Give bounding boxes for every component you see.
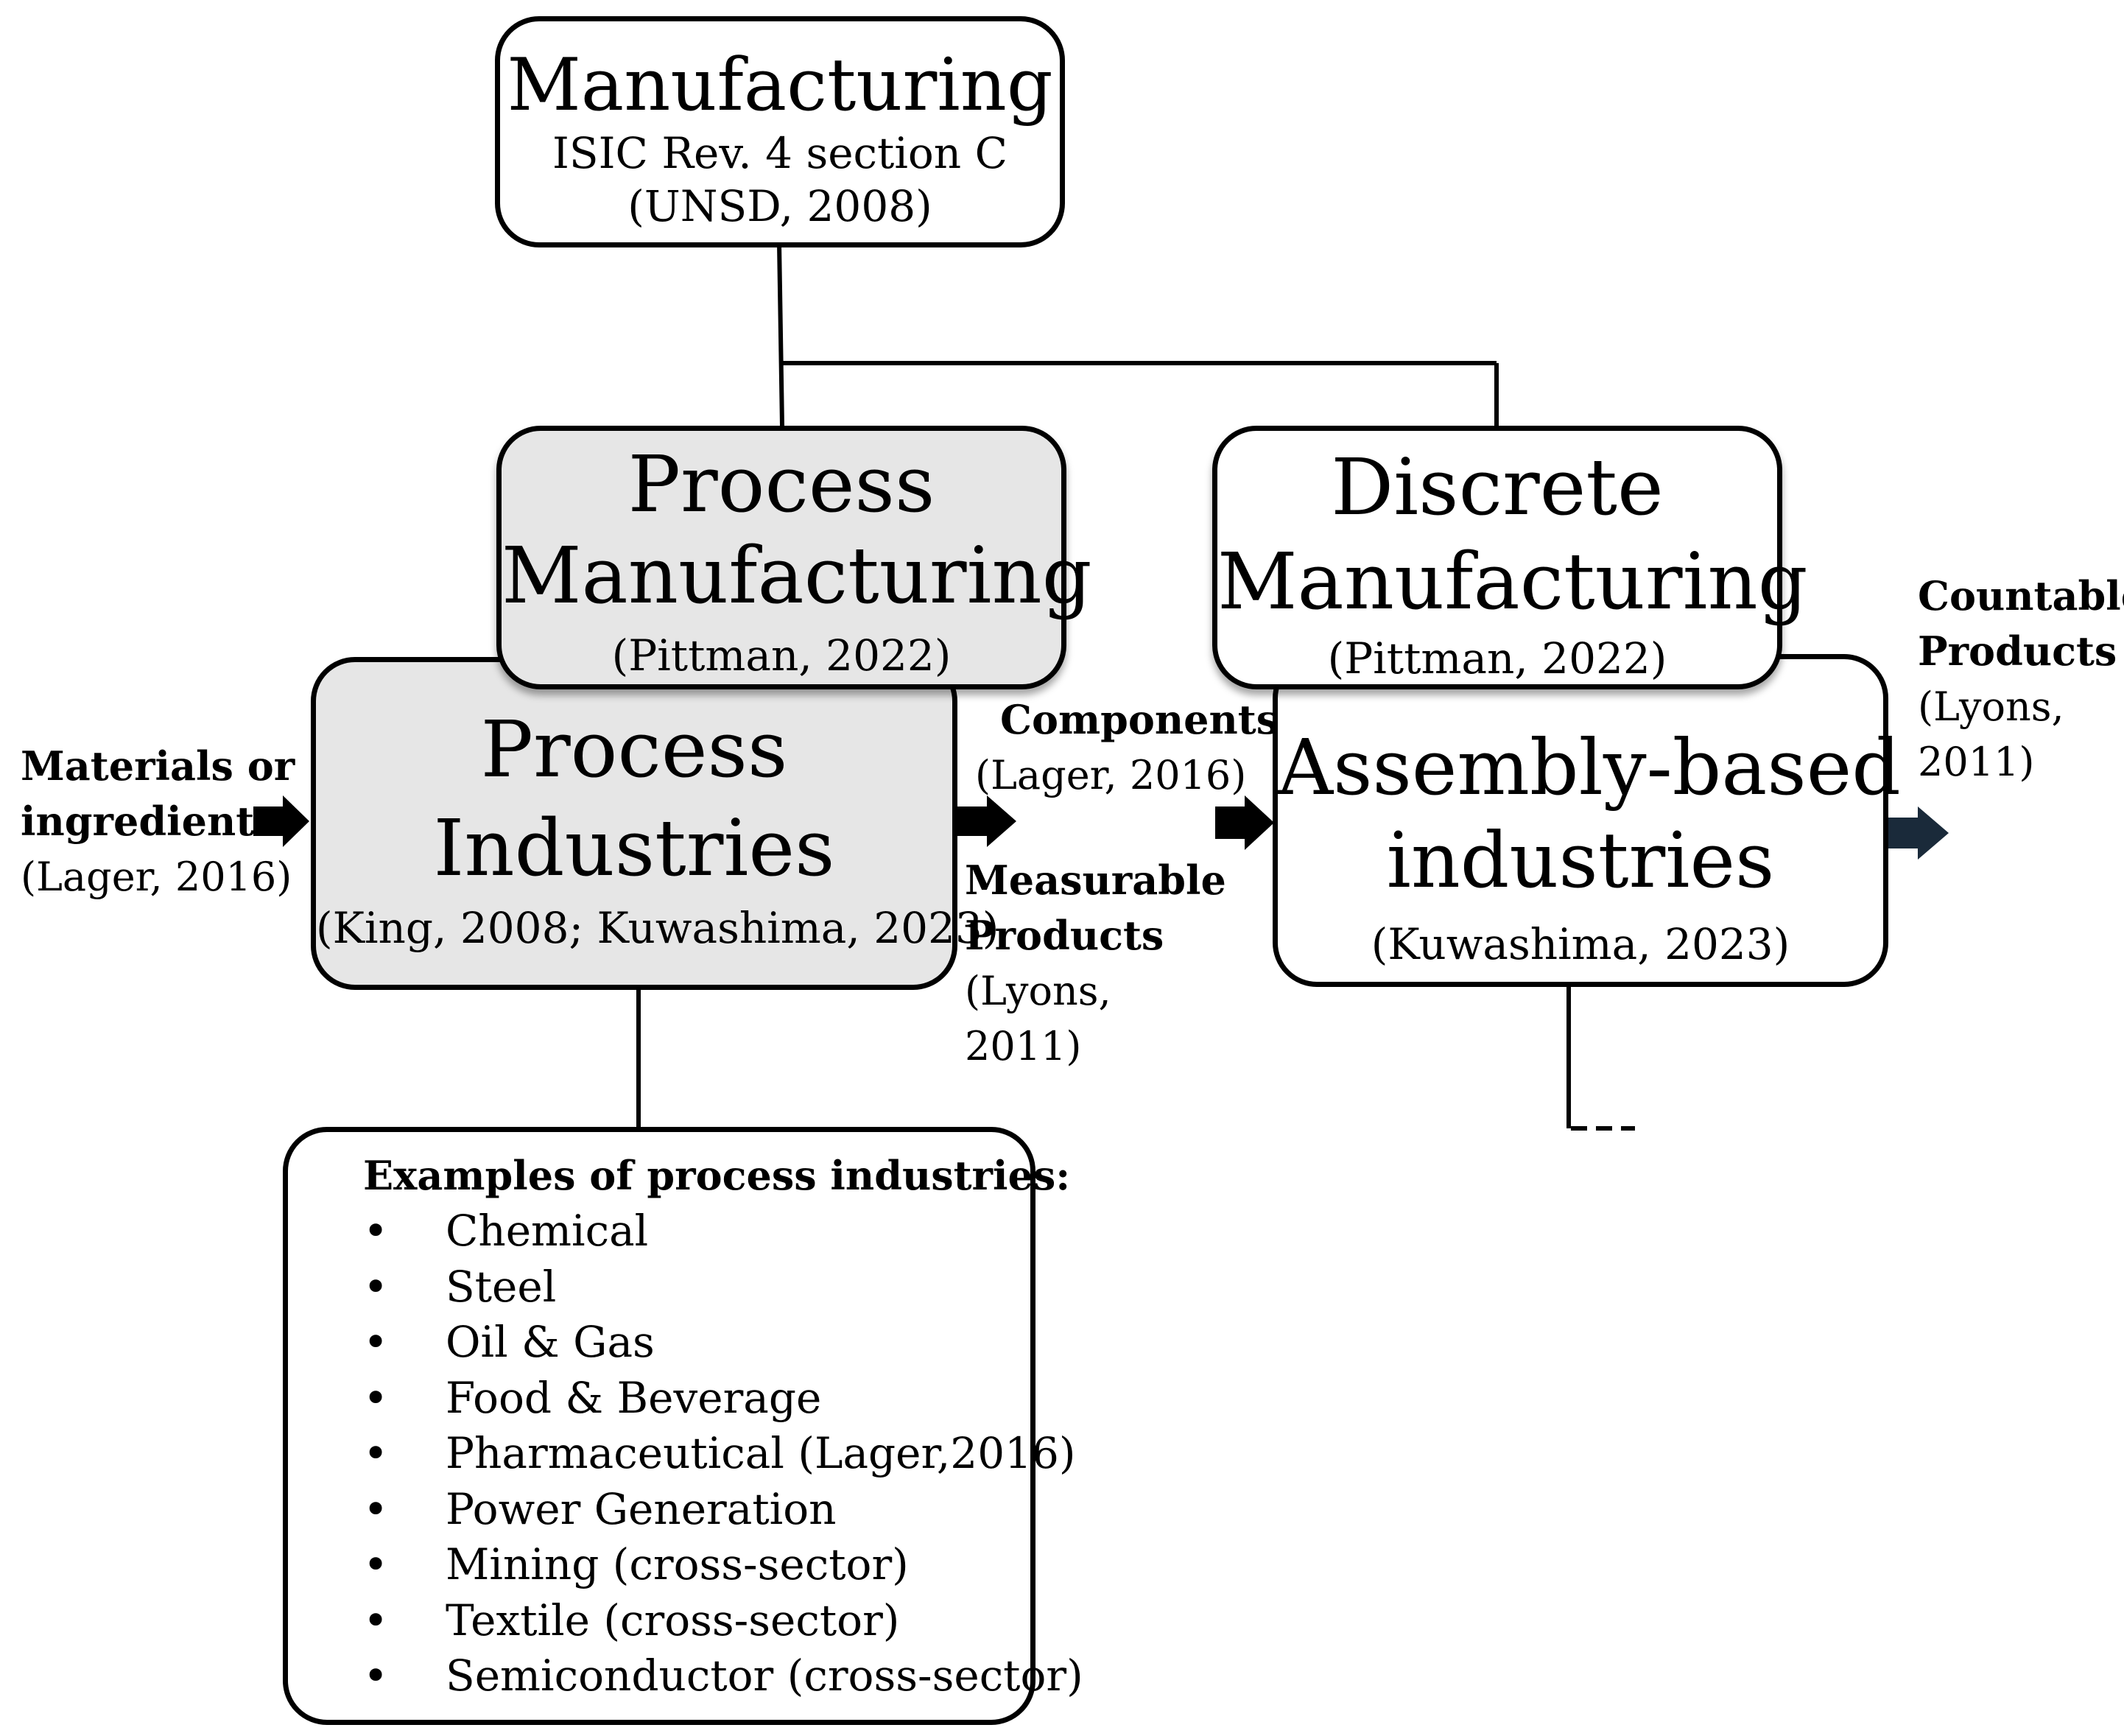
measurable-label-line1: Measurable — [965, 857, 1226, 904]
process-output-arrow-icon — [957, 795, 1016, 847]
components-input-arrow-icon — [1215, 795, 1274, 850]
list-item: Textile (cross-sector) — [363, 1593, 1083, 1649]
materials-label-line2: ingredients — [21, 798, 277, 845]
process-manufacturing-box: Process Manufacturing (Pittman, 2022) — [496, 426, 1092, 689]
manufacturing-classification: ISIC Rev. 4 section C — [552, 128, 1008, 178]
discrete-manufacturing-citation: (Pittman, 2022) — [1327, 633, 1667, 683]
list-item: Power Generation — [363, 1482, 1083, 1538]
countable-arrow-icon — [1888, 806, 1949, 860]
process-industries-citation: (King, 2008; Kuwashima, 2023) — [316, 903, 999, 953]
list-item: Mining (cross-sector) — [363, 1537, 1083, 1593]
countable-citation-line1: (Lyons, — [1918, 683, 2064, 730]
assembly-industries-title-line1: Assembly-based — [1278, 723, 1901, 812]
components-citation: (Lager, 2016) — [975, 752, 1247, 798]
countable-products-label: Countable Products (Lyons, 2011) — [1918, 569, 2124, 790]
discrete-manufacturing-title-line2: Manufacturing — [1217, 536, 1808, 627]
list-item: Food & Beverage — [363, 1371, 1083, 1427]
countable-citation-line2: 2011) — [1918, 739, 2035, 785]
list-item: Pharmaceutical (Lager,2016) — [363, 1426, 1083, 1482]
discrete-manufacturing-title-line1: Discrete — [1331, 442, 1664, 533]
manufacturing-title: Manufacturing — [507, 43, 1053, 127]
materials-arrow-icon — [253, 795, 309, 847]
examples-box: Examples of process industries: Chemical… — [283, 1127, 1083, 1725]
process-industries-box: Process Industries (King, 2008; Kuwashim… — [311, 657, 999, 990]
components-label-text: Components — [1000, 696, 1279, 743]
countable-label-line1: Countable — [1918, 572, 2124, 619]
process-industries-title-line2: Industries — [433, 803, 835, 893]
materials-citation: (Lager, 2016) — [21, 854, 292, 900]
components-label: Components (Lager, 2016) — [975, 692, 1279, 803]
assembly-industries-title-line2: industries — [1386, 815, 1775, 905]
measurable-products-label: Measurable Products (Lyons, 2011) — [965, 853, 1226, 1074]
manufacturing-box: Manufacturing ISIC Rev. 4 section C (UNS… — [495, 16, 1065, 247]
examples-list: Chemical Steel Oil & Gas Food & Beverage… — [363, 1203, 1083, 1704]
process-manufacturing-title-line2: Manufacturing — [502, 530, 1092, 621]
countable-label-line2: Products — [1918, 628, 2117, 675]
list-item: Semiconductor (cross-sector) — [363, 1648, 1083, 1704]
discrete-manufacturing-box: Discrete Manufacturing (Pittman, 2022) — [1212, 426, 1808, 689]
process-manufacturing-title-line1: Process — [627, 439, 935, 530]
list-item: Steel — [363, 1259, 1083, 1315]
list-item: Chemical — [363, 1203, 1083, 1259]
measurable-citation-line1: (Lyons, — [965, 968, 1111, 1014]
measurable-label-line2: Products — [965, 912, 1164, 959]
assembly-industries-citation: (Kuwashima, 2023) — [1371, 919, 1790, 969]
process-industries-title-line1: Process — [480, 704, 788, 795]
measurable-citation-line2: 2011) — [965, 1023, 1082, 1069]
assembly-industries-box: Assembly-based industries (Kuwashima, 20… — [1273, 654, 1901, 987]
list-item: Oil & Gas — [363, 1315, 1083, 1371]
process-manufacturing-citation: (Pittman, 2022) — [611, 630, 952, 681]
manufacturing-citation: (UNSD, 2008) — [627, 181, 932, 231]
materials-label-line1: Materials or — [21, 742, 295, 790]
examples-heading: Examples of process industries: — [363, 1152, 1071, 1199]
materials-label: Materials or ingredients (Lager, 2016) — [21, 739, 295, 904]
